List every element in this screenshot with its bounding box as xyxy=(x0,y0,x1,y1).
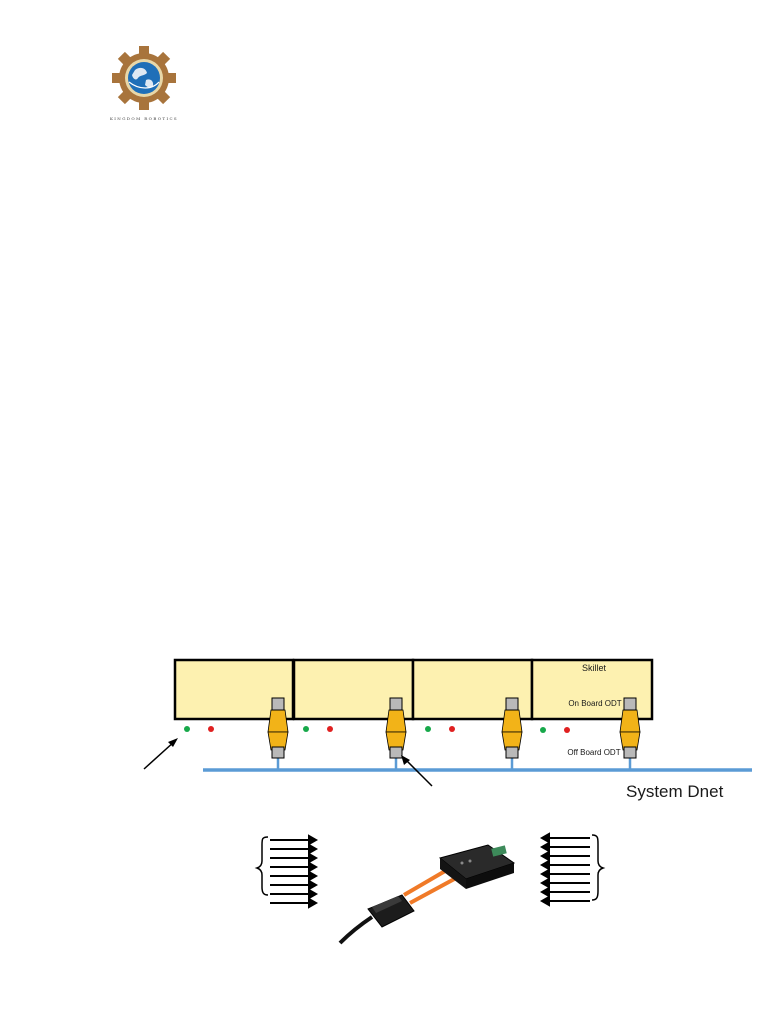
company-logo xyxy=(112,46,176,110)
pointer-arrow-left xyxy=(143,738,178,770)
status-leds xyxy=(184,726,570,733)
device-terminal xyxy=(491,845,507,857)
left-brace xyxy=(254,836,269,896)
io-illustration xyxy=(254,832,606,945)
odt-connector-4 xyxy=(619,697,641,770)
skillet-modules xyxy=(173,658,654,721)
led-red-3 xyxy=(449,726,455,732)
skillet-label: Skillet xyxy=(582,663,607,673)
led-red-1 xyxy=(208,726,214,732)
led-green-1 xyxy=(184,726,190,732)
skillet-diagram: Skillet On Board ODT Off Board ODT Syste… xyxy=(143,658,752,801)
on-board-odt-label: On Board ODT xyxy=(568,699,621,708)
device-cable xyxy=(338,915,374,945)
device-image xyxy=(338,844,516,945)
globe-icon xyxy=(128,62,160,94)
led-green-4 xyxy=(540,727,546,733)
led-red-4 xyxy=(564,727,570,733)
device-body-front xyxy=(466,863,514,889)
odt-connector-3 xyxy=(501,697,523,770)
odt-connector-2 xyxy=(385,697,407,770)
input-arrows xyxy=(270,834,319,909)
logo-caption: KINGDOM ROBOTICS xyxy=(109,116,179,121)
right-brace xyxy=(591,834,606,901)
orange-lead-2 xyxy=(409,875,459,905)
device-body-side xyxy=(440,858,466,889)
odt-connector-1 xyxy=(267,697,289,770)
pointer-arrow-middle xyxy=(401,755,433,787)
system-dnet-label: System Dnet xyxy=(626,782,724,801)
led-green-2 xyxy=(303,726,309,732)
led-green-3 xyxy=(425,726,431,732)
led-red-2 xyxy=(327,726,333,732)
off-board-odt-label: Off Board ODT xyxy=(567,748,620,757)
output-arrows xyxy=(539,832,590,907)
